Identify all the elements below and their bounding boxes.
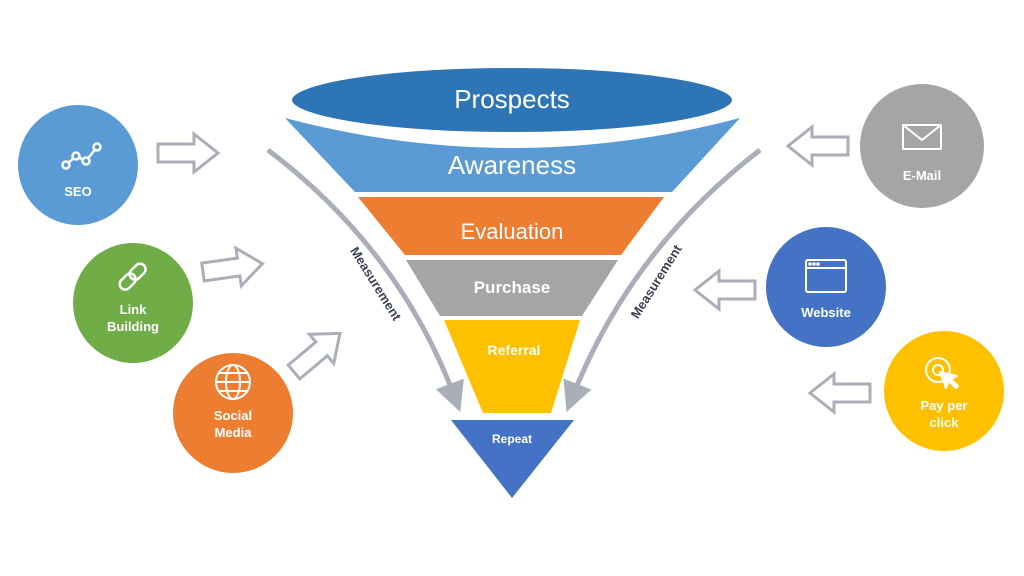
- website-label: Website: [801, 305, 851, 320]
- email-label: E-Mail: [903, 168, 941, 183]
- awareness-label: Awareness: [448, 150, 576, 180]
- funnel-stage-repeat: [451, 420, 574, 498]
- funnel: Prospects Awareness Evaluation Purchase …: [285, 64, 740, 498]
- social-media-label-line2: Media: [215, 425, 253, 440]
- arrow-email: [785, 123, 850, 169]
- channel-seo: SEO: [18, 105, 138, 225]
- cursor-click-icon: [925, 357, 959, 389]
- channel-email: E-Mail: [860, 84, 984, 208]
- social-media-label-line1: Social: [214, 408, 252, 423]
- arrow-website: [692, 267, 757, 313]
- channel-pay-per-click: Pay per click: [884, 331, 1004, 451]
- envelope-icon: [902, 124, 942, 150]
- prospects-label: Prospects: [454, 84, 570, 114]
- pay-per-click-label-line2: click: [930, 415, 960, 430]
- link-icon: [118, 262, 147, 291]
- channel-website: Website: [766, 227, 886, 347]
- arrow-social-media: [286, 331, 342, 382]
- measurement-arrow-left: [266, 148, 464, 413]
- arrow-seo: [156, 130, 221, 176]
- channel-social-media: Social Media: [173, 353, 293, 473]
- funnel-stage-evaluation: [358, 197, 664, 255]
- globe-icon: [215, 364, 251, 400]
- funnel-stage-referral: [444, 320, 580, 413]
- seo-label: SEO: [64, 184, 91, 199]
- measurement-arrow-right: [563, 148, 762, 412]
- pay-per-click-label-line1: Pay per: [921, 398, 968, 413]
- funnel-stage-awareness: [285, 118, 740, 192]
- link-building-label-line1: Link: [120, 302, 147, 317]
- arrow-pay-per-click: [807, 370, 872, 416]
- referral-label: Referral: [488, 342, 541, 358]
- arrow-link-building: [200, 245, 265, 290]
- evaluation-label: Evaluation: [461, 219, 564, 244]
- repeat-label: Repeat: [492, 432, 532, 446]
- funnel-stage-purchase: [406, 260, 618, 316]
- link-building-label-line2: Building: [107, 319, 159, 334]
- purchase-label: Purchase: [474, 278, 551, 297]
- funnel-stage-prospects: [288, 64, 736, 136]
- browser-window-icon: [805, 259, 847, 293]
- line-chart-icon: [61, 142, 102, 170]
- channel-link-building: Link Building: [73, 243, 193, 363]
